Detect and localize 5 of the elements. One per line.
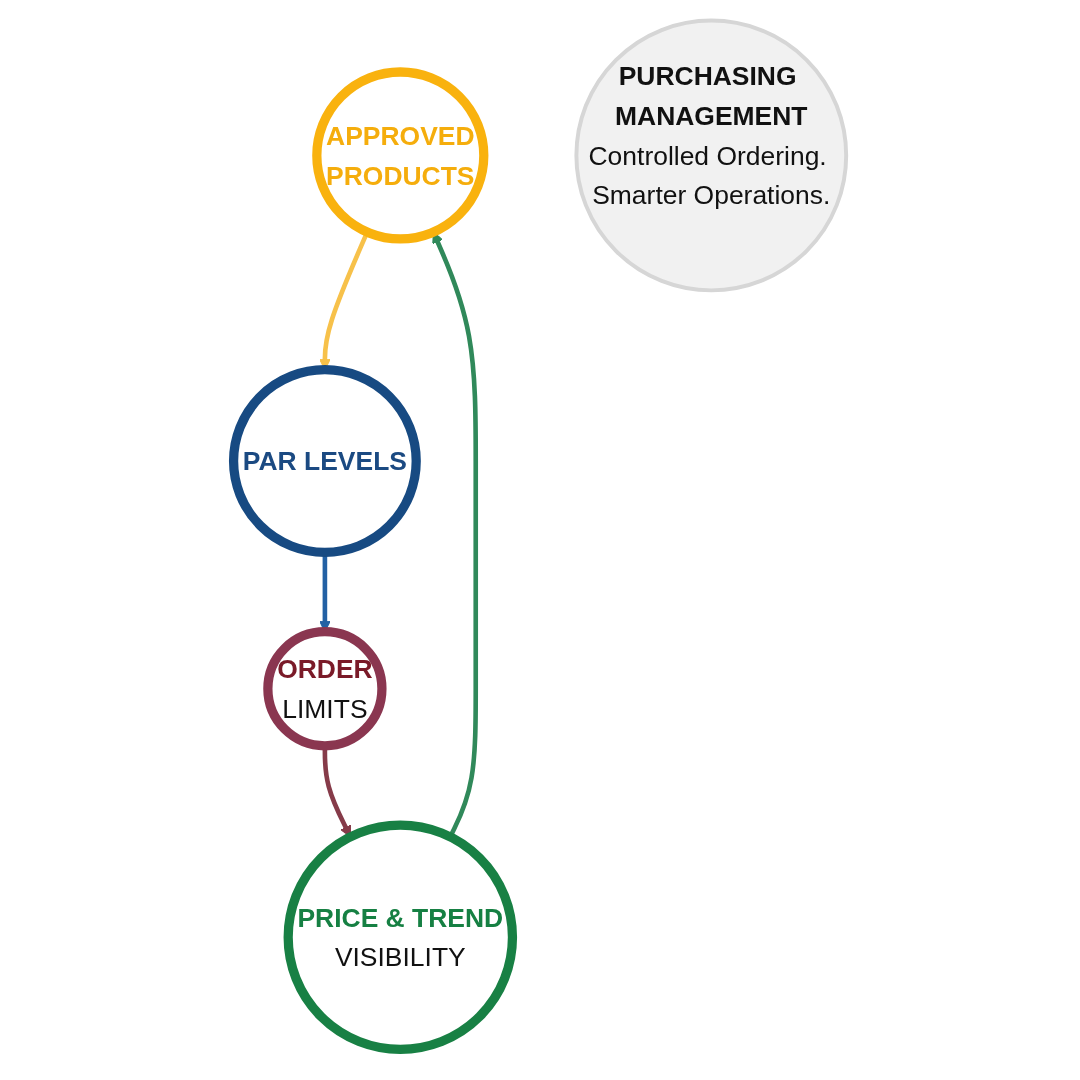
node-circle: PRICE & TREND VISIBILITY bbox=[283, 820, 518, 1055]
node-circle: PAR LEVELS bbox=[229, 365, 421, 557]
node-circle: PURCHASING MANAGEMENT Controlled Ordering. Smarter Operations. bbox=[574, 18, 849, 293]
node-circle: ORDER LIMITS bbox=[263, 627, 387, 751]
node-circle: APPROVED PRODUCTS bbox=[312, 67, 489, 244]
